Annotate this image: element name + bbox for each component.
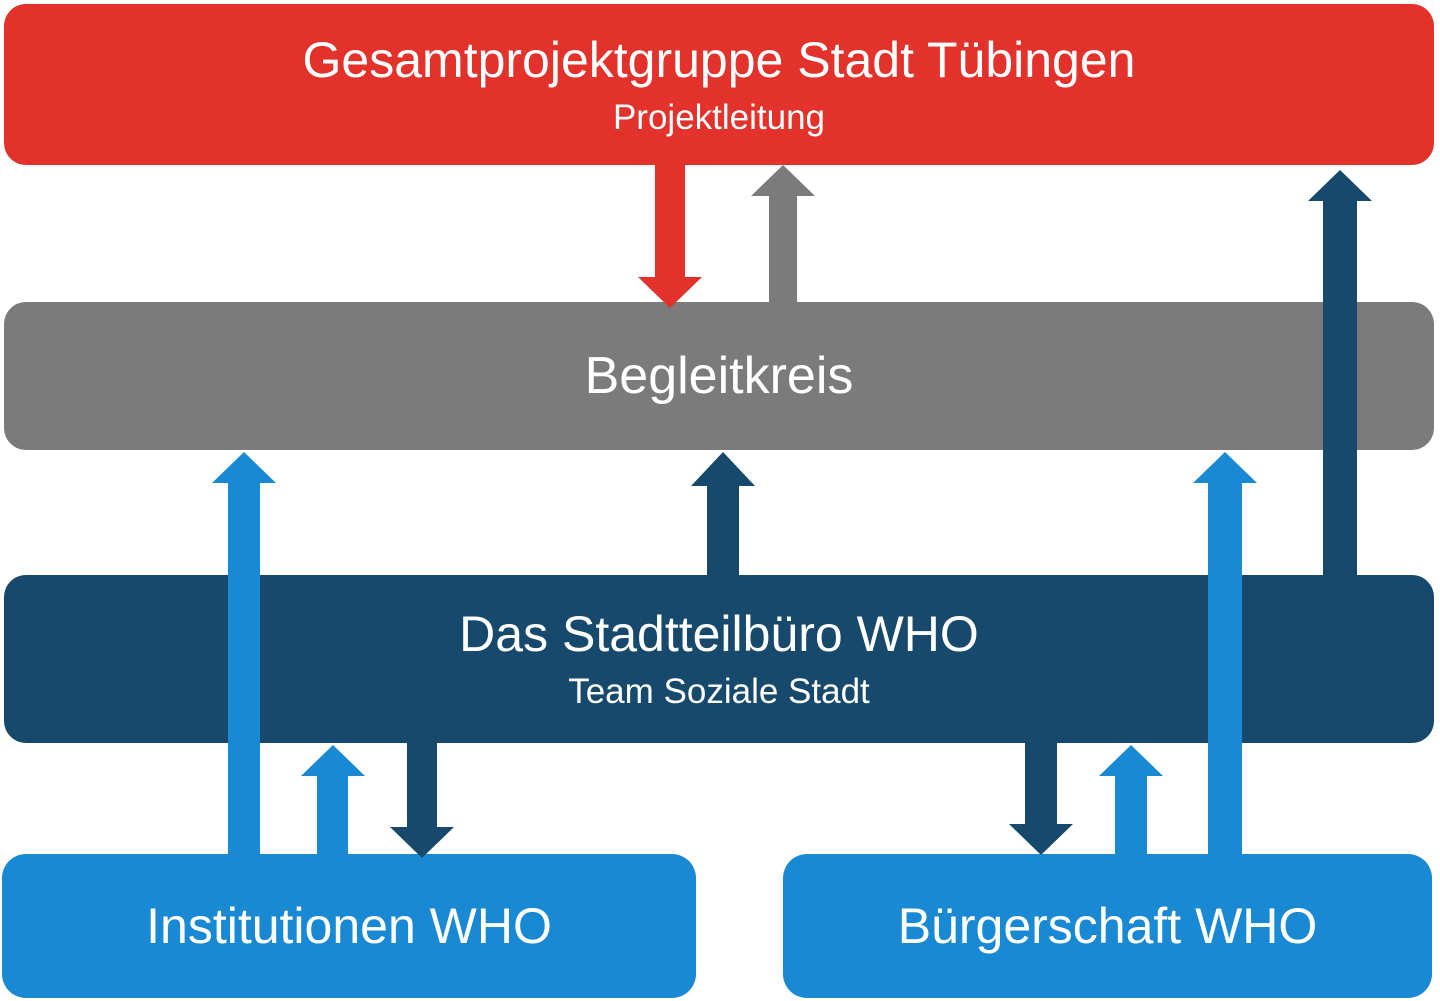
arrow-shaft [769,195,797,302]
arrow-shaft [317,775,348,856]
arrow-head [751,165,815,196]
arrow-shaft [228,482,260,854]
arrow-stadtteilbuero-to-buergerschaft-icon [1009,743,1073,855]
arrow-head [1308,170,1372,201]
arrow-stadtteilbuero-to-institutionen-icon [390,743,454,858]
gesamtprojektgruppe-title: Gesamtprojektgruppe Stadt Tübingen [302,31,1136,88]
begleitkreis-title: Begleitkreis [584,346,854,405]
arrow-shaft [407,743,437,827]
arrow-head [1193,452,1257,483]
box-begleitkreis: Begleitkreis [4,302,1434,450]
buergerschaft-title: Bürgerschaft WHO [897,898,1318,954]
arrow-head [390,827,454,858]
arrow-head [638,277,702,308]
arrow-head [1099,745,1163,776]
institutionen-title: Institutionen WHO [146,898,552,954]
arrow-shaft [1323,200,1357,575]
arrow-head [691,452,755,486]
arrow-projektleitung-to-begleitkreis-icon [638,165,702,308]
arrow-buergerschaft-to-begleitkreis-icon [1193,452,1257,854]
arrow-head [212,452,276,483]
stadtteilbuero-title: Das Stadtteilbüro WHO [459,606,979,663]
arrow-institutionen-to-stadtteilbuero-icon [301,745,365,856]
box-buergerschaft: Bürgerschaft WHO [783,854,1432,998]
stadtteilbuero-subtitle: Team Soziale Stadt [568,672,870,712]
arrow-head [1009,824,1073,855]
arrow-shaft [1208,482,1242,854]
gesamtprojektgruppe-subtitle: Projektleitung [612,97,826,137]
box-institutionen: Institutionen WHO [2,854,696,998]
arrow-buergerschaft-to-stadtteilbuero-icon [1099,745,1163,854]
arrow-institutionen-to-begleitkreis-icon [212,452,276,854]
arrow-head [301,745,365,776]
arrow-shaft [1115,775,1147,854]
box-gesamtprojektgruppe: Gesamtprojektgruppe Stadt Tübingen Proje… [4,4,1434,165]
arrow-begleitkreis-to-projektleitung-icon [751,165,815,302]
arrow-shaft [1025,743,1057,824]
arrow-stadtteilbuero-to-begleitkreis-icon [691,452,755,579]
arrow-stadtteilbuero-to-projektleitung-icon [1308,170,1372,575]
arrow-shaft [707,485,739,579]
arrow-shaft [655,165,685,277]
